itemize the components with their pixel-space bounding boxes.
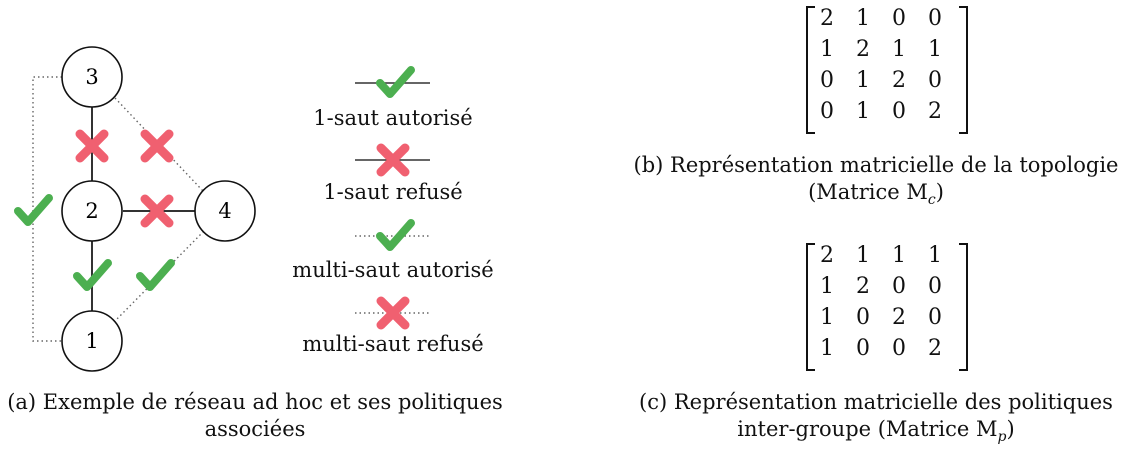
matrix-cell: 0 bbox=[820, 99, 834, 124]
cross-icon bbox=[75, 129, 109, 163]
node-4-label: 4 bbox=[218, 199, 231, 223]
node-3-label: 3 bbox=[85, 65, 98, 89]
matrix-cell: 1 bbox=[856, 68, 870, 93]
cross-icon bbox=[376, 143, 410, 177]
caption-c-line1: (c) Représentation matricielle des polit… bbox=[639, 390, 1113, 414]
matrix-cell: 0 bbox=[892, 99, 906, 124]
caption-b-subscript: c bbox=[927, 192, 936, 209]
matrix-cell: 0 bbox=[820, 68, 834, 93]
cross-icon bbox=[140, 194, 174, 228]
caption-b-text: (Matrice M bbox=[808, 180, 928, 204]
edge-3-1 bbox=[32, 76, 62, 342]
cross-icon bbox=[376, 296, 410, 330]
matrix-cell: 1 bbox=[820, 305, 834, 330]
caption-a-line2: associées bbox=[204, 417, 306, 441]
matrix-cell: 0 bbox=[892, 274, 906, 299]
matrix-cell: 0 bbox=[928, 6, 942, 31]
check-icon bbox=[136, 259, 175, 291]
node-4: 4 bbox=[194, 180, 256, 242]
matrix-cell: 1 bbox=[856, 6, 870, 31]
matrix-cell: 0 bbox=[856, 305, 870, 330]
check-icon bbox=[73, 259, 112, 291]
matrix-cell: 1 bbox=[856, 99, 870, 124]
matrix-cell: 2 bbox=[928, 99, 942, 124]
check-icon bbox=[376, 66, 415, 98]
matrix-cell: 2 bbox=[892, 305, 906, 330]
caption-c-text: inter-groupe (Matrice M bbox=[737, 417, 998, 441]
legend-label-multihop-refused: multi-saut refusé bbox=[302, 332, 484, 356]
check-icon bbox=[14, 194, 53, 226]
node-2-label: 2 bbox=[85, 199, 98, 223]
check-icon bbox=[376, 219, 415, 251]
matrix-cell: 1 bbox=[856, 243, 870, 268]
matrix-mc-right-bracket bbox=[959, 6, 968, 134]
matrix-cell: 1 bbox=[820, 336, 834, 361]
matrix-mp-left-bracket bbox=[806, 243, 815, 371]
matrix-cell: 0 bbox=[928, 305, 942, 330]
matrix-mp-right-bracket bbox=[959, 243, 968, 371]
caption-b: (b) Représentation matricielle de la top… bbox=[630, 152, 1122, 214]
node-2: 2 bbox=[61, 180, 123, 242]
caption-c-line2: inter-groupe (Matrice Mp) bbox=[630, 416, 1122, 451]
caption-c-subscript: p bbox=[997, 429, 1007, 446]
cross-icon bbox=[140, 129, 174, 163]
matrix-cell: 2 bbox=[856, 37, 870, 62]
matrix-cell: 0 bbox=[928, 274, 942, 299]
caption-b-line2: (Matrice Mc) bbox=[630, 179, 1122, 214]
matrix-cell: 2 bbox=[928, 336, 942, 361]
caption-b-end: ) bbox=[935, 180, 944, 204]
matrix-cell: 0 bbox=[856, 336, 870, 361]
node-1-label: 1 bbox=[85, 329, 98, 353]
node-1: 1 bbox=[61, 310, 123, 372]
legend-label-1hop-allowed: 1-saut autorisé bbox=[313, 106, 473, 130]
legend-label-multihop-allowed: multi-saut autorisé bbox=[292, 258, 494, 282]
matrix-cell: 0 bbox=[892, 6, 906, 31]
node-3: 3 bbox=[61, 46, 123, 108]
caption-a: (a) Exemple de réseau ad hoc et ses poli… bbox=[0, 389, 510, 443]
matrix-cell: 2 bbox=[892, 68, 906, 93]
matrix-cell: 1 bbox=[928, 37, 942, 62]
matrix-cell: 1 bbox=[892, 37, 906, 62]
matrix-cell: 1 bbox=[820, 274, 834, 299]
caption-c: (c) Représentation matricielle des polit… bbox=[630, 389, 1122, 451]
matrix-cell: 2 bbox=[820, 243, 834, 268]
matrix-cell: 1 bbox=[820, 37, 834, 62]
caption-b-line1: (b) Représentation matricielle de la top… bbox=[633, 153, 1119, 177]
matrix-cell: 2 bbox=[856, 274, 870, 299]
caption-c-end: ) bbox=[1006, 417, 1015, 441]
matrix-mc-left-bracket bbox=[806, 6, 815, 134]
matrix-cell: 0 bbox=[928, 68, 942, 93]
matrix-cell: 1 bbox=[892, 243, 906, 268]
matrix-cell: 1 bbox=[928, 243, 942, 268]
caption-a-line1: (a) Exemple de réseau ad hoc et ses poli… bbox=[7, 390, 503, 414]
matrix-cell: 0 bbox=[892, 336, 906, 361]
matrix-cell: 2 bbox=[820, 6, 834, 31]
legend-label-1hop-refused: 1-saut refusé bbox=[323, 180, 463, 204]
